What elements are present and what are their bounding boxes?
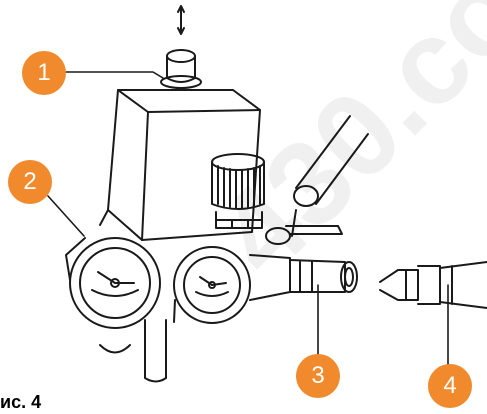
figure-caption: ис. 4 [0, 392, 42, 412]
pressure-gauge-small [173, 246, 251, 324]
pressure-gauge-large [65, 237, 161, 354]
regulator-knob [211, 153, 265, 229]
connecting-pipe [293, 115, 369, 207]
quick-coupling-socket [249, 254, 358, 301]
quick-coupling-plug-hose [379, 261, 487, 309]
callout-3: 3 [296, 354, 340, 398]
callout-leader-lines [47, 71, 449, 366]
drain-stem [144, 319, 167, 383]
safety-valve [265, 209, 343, 245]
double-arrow-icon [177, 5, 185, 35]
callout-1: 1 [22, 51, 66, 95]
callout-4: 4 [428, 364, 472, 408]
top-knob [160, 49, 202, 89]
callout-2: 2 [8, 160, 52, 204]
pressure-switch-housing [99, 89, 261, 241]
